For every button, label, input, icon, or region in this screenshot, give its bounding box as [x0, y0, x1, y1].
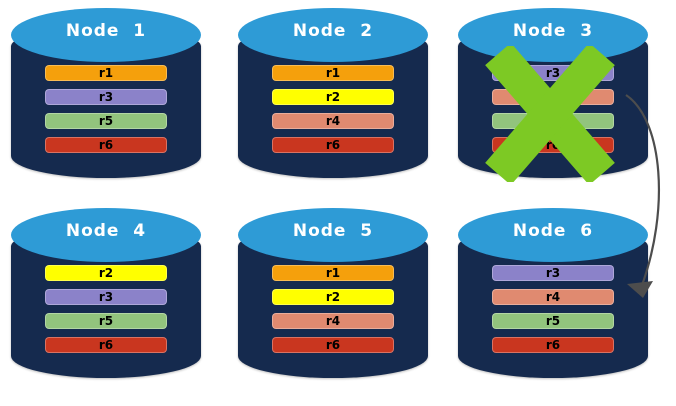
record-bar[interactable]: r5	[45, 313, 167, 329]
record-list: r3 r4 r5 r6	[492, 265, 614, 361]
record-list: r1 r3 r5 r6	[45, 65, 167, 161]
record-bar[interactable]: r2	[272, 89, 394, 105]
node-3[interactable]: Node 3 r3 r4 r5 r6	[458, 8, 648, 188]
record-bar[interactable]: r3	[45, 89, 167, 105]
node-6[interactable]: Node 6 r3 r4 r5 r6	[458, 208, 648, 388]
cylinder-top-ellipse	[458, 208, 648, 262]
node-title: Node 5	[292, 221, 374, 241]
cylinder-top-ellipse	[238, 8, 428, 62]
record-bar[interactable]: r1	[45, 65, 167, 81]
record-bar[interactable]: r3	[492, 265, 614, 281]
record-bar[interactable]: r2	[272, 289, 394, 305]
node-1[interactable]: Node 1 r1 r3 r5 r6	[11, 8, 201, 188]
record-list: r1 r2 r4 r6	[272, 65, 394, 161]
record-bar[interactable]: r5	[492, 313, 614, 329]
record-bar[interactable]: r3	[492, 65, 614, 81]
cylinder-top-ellipse	[238, 208, 428, 262]
record-bar[interactable]: r2	[45, 265, 167, 281]
record-bar[interactable]: r6	[272, 137, 394, 153]
node-title: Node 6	[512, 221, 594, 241]
record-bar[interactable]: r4	[492, 289, 614, 305]
record-bar[interactable]: r1	[272, 265, 394, 281]
node-title: Node 2	[292, 21, 374, 41]
record-bar[interactable]: r6	[492, 337, 614, 353]
record-list: r1 r2 r4 r6	[272, 265, 394, 361]
record-bar[interactable]: r1	[272, 65, 394, 81]
record-bar[interactable]: r4	[272, 313, 394, 329]
record-bar[interactable]: r6	[45, 337, 167, 353]
node-5[interactable]: Node 5 r1 r2 r4 r6	[238, 208, 428, 388]
record-bar[interactable]: r5	[45, 113, 167, 129]
record-list: r2 r3 r5 r6	[45, 265, 167, 361]
record-bar[interactable]: r3	[45, 289, 167, 305]
node-title: Node 4	[65, 221, 147, 241]
record-list: r3 r4 r5 r6	[492, 65, 614, 161]
node-2[interactable]: Node 2 r1 r2 r4 r6	[238, 8, 428, 188]
node-title: Node 1	[65, 21, 147, 41]
record-bar[interactable]: r6	[492, 137, 614, 153]
node-title: Node 3	[512, 21, 594, 41]
record-bar[interactable]: r6	[45, 137, 167, 153]
cylinder-top-ellipse	[11, 208, 201, 262]
record-bar[interactable]: r6	[272, 337, 394, 353]
record-bar[interactable]: r4	[492, 89, 614, 105]
node-4[interactable]: Node 4 r2 r3 r5 r6	[11, 208, 201, 388]
record-bar[interactable]: r4	[272, 113, 394, 129]
cylinder-top-ellipse	[11, 8, 201, 62]
record-bar[interactable]: r5	[492, 113, 614, 129]
